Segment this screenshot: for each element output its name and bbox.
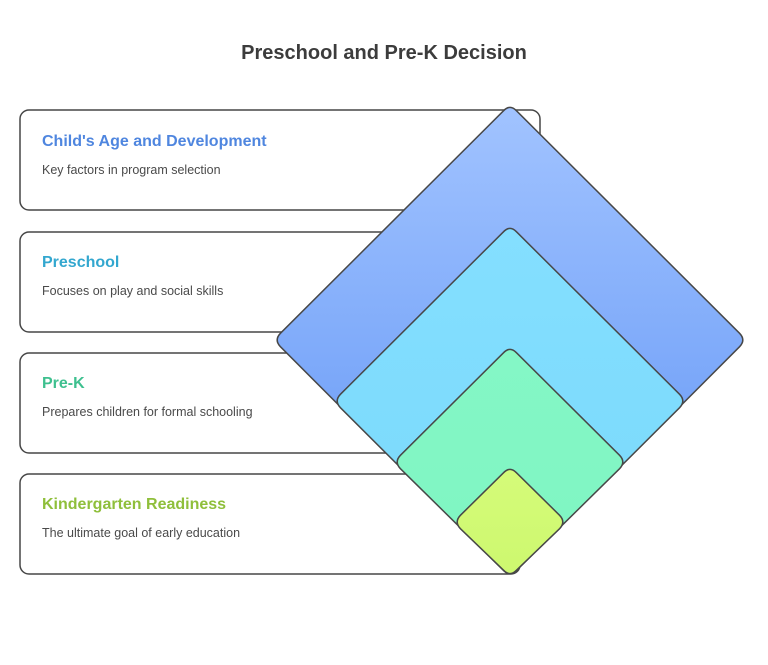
card-title-kindergarten-readiness: Kindergarten Readiness [42, 496, 227, 513]
card-title-pre-k: Pre-K [42, 375, 85, 392]
card-title-age-development: Child's Age and Development [42, 133, 267, 150]
card-text-pre-k: Pre-K Prepares children for formal schoo… [42, 374, 342, 420]
card-text-kindergarten-readiness: Kindergarten Readiness The ultimate goal… [42, 495, 342, 541]
diagram-title: Preschool and Pre-K Decision [241, 42, 527, 64]
card-title-preschool: Preschool [42, 254, 120, 271]
card-text-age-development: Child's Age and Development Key factors … [42, 132, 342, 178]
card-desc-kindergarten-readiness: The ultimate goal of early education [42, 526, 241, 540]
card-desc-age-development: Key factors in program selection [42, 163, 221, 177]
card-text-preschool: Preschool Focuses on play and social ski… [42, 253, 342, 299]
diamond-kindergarten-readiness [456, 468, 564, 575]
card-desc-preschool: Focuses on play and social skills [42, 284, 224, 298]
card-desc-pre-k: Prepares children for formal schooling [42, 405, 253, 419]
